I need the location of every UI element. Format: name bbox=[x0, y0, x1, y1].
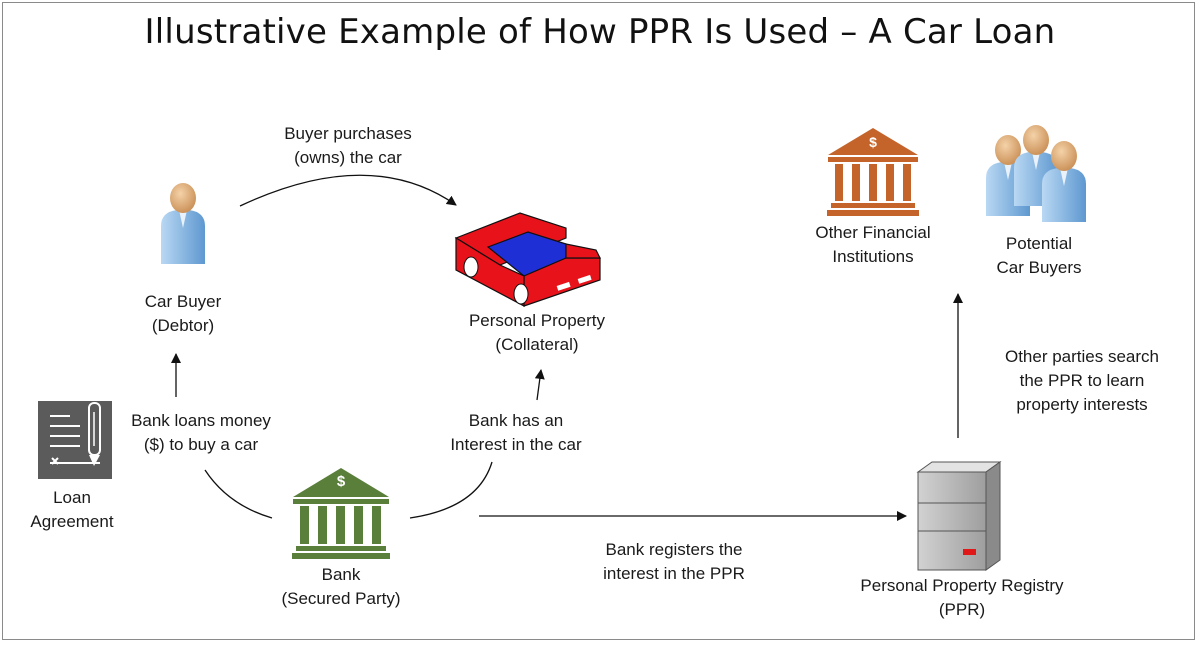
edge-label-line: Other parties search bbox=[1004, 347, 1159, 366]
edge-label-other-search: Other parties search the PPR to learn pr… bbox=[987, 345, 1177, 417]
registry-name: Personal Property Registry bbox=[860, 576, 1064, 595]
car-icon bbox=[454, 212, 601, 307]
bank-role: (Secured Party) bbox=[281, 589, 401, 608]
arc-interest-right bbox=[409, 461, 493, 519]
bank-name: Bank bbox=[321, 565, 361, 584]
arrow-interest-to-property bbox=[534, 369, 545, 401]
diagram-title: Illustrative Example of How PPR Is Used … bbox=[144, 12, 1056, 52]
edge-label-bank-registers: Bank registers the interest in the PPR bbox=[582, 538, 766, 586]
edge-label-line: Buyer purchases bbox=[284, 124, 412, 143]
person-icon bbox=[161, 183, 205, 264]
loan-agreement-label: Loan Agreement bbox=[16, 486, 128, 534]
edge-label-line: Bank has an bbox=[468, 411, 564, 430]
edge-label-line: Bank loans money bbox=[131, 411, 271, 430]
edge-label-line: ($) to buy a car bbox=[143, 435, 259, 454]
document-icon bbox=[38, 401, 112, 479]
server-icon bbox=[916, 461, 1002, 571]
potential-buyers-line1: Potential bbox=[1005, 234, 1073, 253]
car-buyer-name: Car Buyer bbox=[144, 292, 222, 311]
institution-icon bbox=[827, 128, 919, 216]
registry-label: Personal Property Registry (PPR) bbox=[842, 574, 1082, 622]
arc-buyer-to-property bbox=[239, 174, 457, 207]
personal-property-role: (Collateral) bbox=[495, 335, 579, 354]
institution-currency-symbol: $ bbox=[869, 134, 877, 150]
edge-label-line: property interests bbox=[1016, 395, 1148, 414]
edge-label-buyer-purchases: Buyer purchases (owns) the car bbox=[258, 122, 438, 170]
loan-agreement-line2: Agreement bbox=[30, 512, 114, 531]
people-group-icon bbox=[986, 125, 1086, 222]
edge-label-bank-interest: Bank has an Interest in the car bbox=[430, 409, 602, 457]
other-financial-line1: Other Financial bbox=[815, 223, 931, 242]
edge-label-line: Interest in the car bbox=[450, 435, 582, 454]
other-financial-line2: Institutions bbox=[832, 247, 914, 266]
edge-label-line: Bank registers the bbox=[605, 540, 743, 559]
bank-label: Bank (Secured Party) bbox=[261, 563, 421, 611]
potential-buyers-label: Potential Car Buyers bbox=[970, 232, 1108, 280]
personal-property-label: Personal Property (Collateral) bbox=[437, 309, 637, 357]
arc-loan-left bbox=[204, 469, 273, 519]
bank-currency-symbol: $ bbox=[336, 473, 346, 490]
edge-label-line: (owns) the car bbox=[294, 148, 402, 167]
bank-icon bbox=[292, 468, 390, 559]
loan-agreement-line1: Loan bbox=[53, 488, 91, 507]
other-financial-label: Other Financial Institutions bbox=[788, 221, 958, 269]
potential-buyers-line2: Car Buyers bbox=[996, 258, 1082, 277]
car-buyer-role: (Debtor) bbox=[151, 316, 215, 335]
car-buyer-label: Car Buyer (Debtor) bbox=[106, 290, 260, 338]
registry-abbrev: (PPR) bbox=[938, 600, 986, 619]
edge-label-line: interest in the PPR bbox=[603, 564, 745, 583]
edge-label-bank-loans: Bank loans money ($) to buy a car bbox=[116, 409, 286, 457]
edge-label-line: the PPR to learn bbox=[1019, 371, 1145, 390]
personal-property-name: Personal Property bbox=[468, 311, 606, 330]
